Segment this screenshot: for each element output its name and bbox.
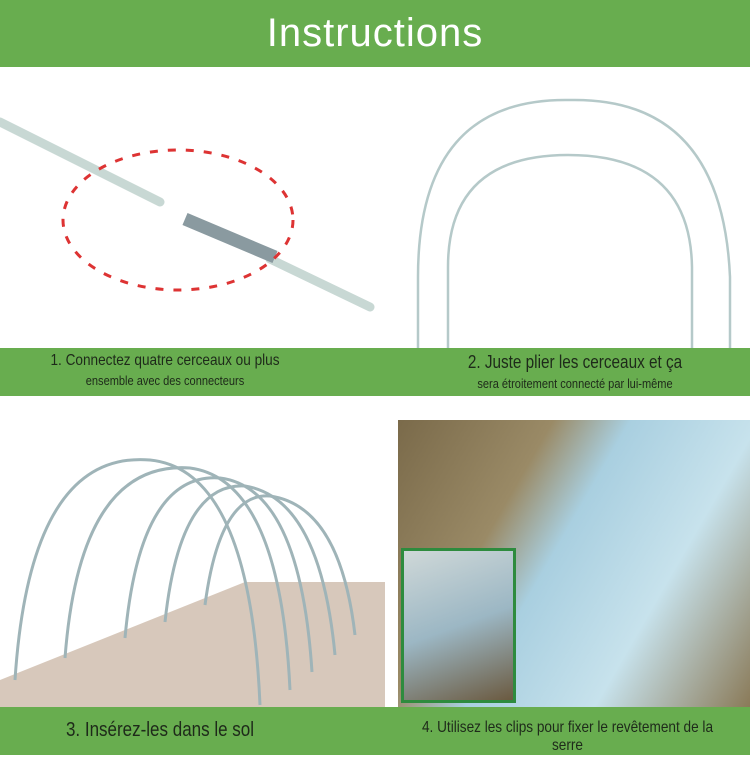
page-title: Instructions: [266, 11, 484, 55]
step1-subtitle: ensemble avec des connecteurs: [85, 373, 245, 388]
caption-bar-top: 1. Connectez quatre cerceaux ou plus ens…: [0, 348, 750, 396]
clip-detail-inset: [401, 548, 516, 703]
caption-bar-bottom: 3. Insérez-les dans le sol 4. Utilisez l…: [0, 707, 750, 755]
step1-title: 1. Connectez quatre cerceaux ou plus: [50, 352, 280, 369]
step3-hoops-in-ground-illustration: [0, 458, 385, 707]
step4-title: 4. Utilisez les clips pour fixer le revê…: [421, 719, 714, 754]
step2-title: 2. Juste plier les cerceaux et ça: [467, 352, 683, 372]
step2-subtitle: sera étroitement connecté par lui-même: [477, 376, 673, 391]
step1-connector-illustration: [0, 117, 375, 312]
step2-bent-hoops-illustration: [416, 98, 732, 348]
step3-title: 3. Insérez-les dans le sol: [65, 719, 255, 741]
step4-clips-photo: [398, 420, 750, 707]
header-banner: Instructions: [0, 0, 750, 67]
